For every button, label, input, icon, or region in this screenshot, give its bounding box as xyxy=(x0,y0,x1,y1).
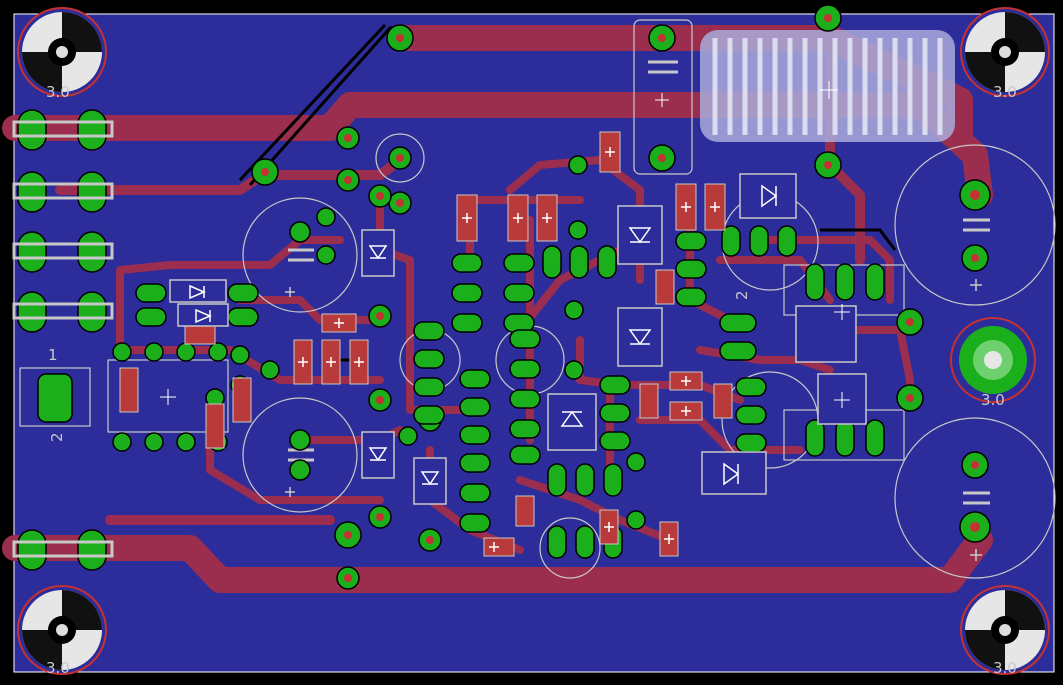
mounting-hole-bottom-right[interactable]: 3.0 xyxy=(960,585,1050,677)
connector-pads-left[interactable] xyxy=(17,109,107,571)
hole-size-label: 3.0 xyxy=(46,83,70,101)
polarity-marks xyxy=(285,279,982,561)
jumper-pin-2-label: 2 xyxy=(48,432,66,442)
through-hole-pads[interactable] xyxy=(112,4,991,590)
component-origins xyxy=(160,81,850,408)
mounting-hole-right-middle[interactable]: 3.0 xyxy=(950,317,1036,409)
board-outline xyxy=(13,13,1055,673)
transistor-pin-2-label: 2 xyxy=(733,290,751,300)
hole-size-label: 3.0 xyxy=(993,659,1017,677)
mounting-hole-bottom-left[interactable]: 3.0 xyxy=(17,585,107,677)
diode-symbols xyxy=(189,184,778,486)
hole-size-label: 3.0 xyxy=(46,659,70,677)
jumper-pin-1-label: 1 xyxy=(48,346,58,364)
smd-resistors[interactable] xyxy=(119,131,733,557)
oblong-pads[interactable] xyxy=(135,225,885,559)
hole-size-label: 3.0 xyxy=(981,391,1005,409)
capacitor-markers xyxy=(288,60,990,505)
mounting-hole-top-right[interactable]: 3.0 xyxy=(960,7,1050,101)
mounting-hole-top-left[interactable]: 3.0 xyxy=(17,7,107,101)
inductor-coil[interactable] xyxy=(700,30,955,142)
hole-size-label: 3.0 xyxy=(993,83,1017,101)
connector-silk-left xyxy=(12,120,114,558)
diodes[interactable] xyxy=(169,173,867,505)
jumper-connector[interactable]: 1 2 xyxy=(37,346,73,442)
